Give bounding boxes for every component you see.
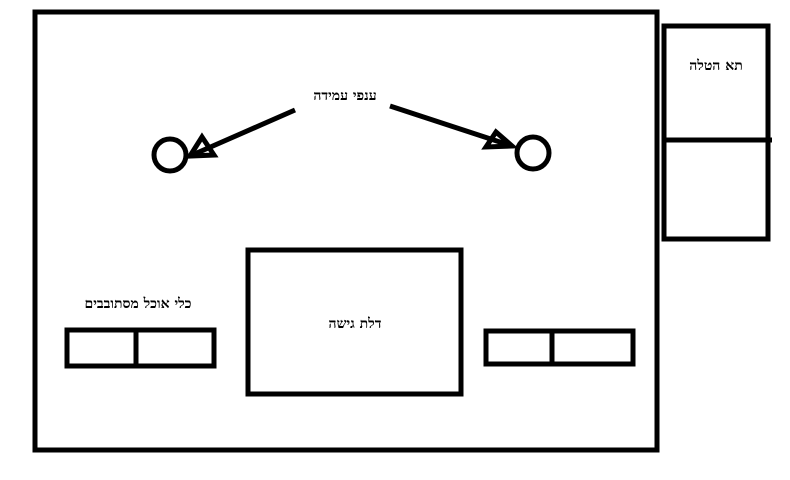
arrow-right-head (481, 128, 519, 150)
label-rotating-feeders: כלי אוכל מסתובבים (84, 296, 191, 312)
arrow-left (188, 107, 297, 159)
label-access-door: דלת גישה (329, 316, 382, 332)
arrow-left-head (185, 132, 219, 159)
feeder-right (483, 328, 636, 367)
label-nesting-box: תא הטלה (689, 58, 743, 74)
label-standing-branches: ענפי עמידה (313, 88, 376, 104)
perch-right (514, 134, 552, 172)
access-door (245, 247, 464, 397)
arrow-right (389, 103, 513, 149)
perch-left (151, 136, 189, 174)
cage-outline (32, 9, 660, 453)
nesting-box (661, 23, 771, 242)
feeder-left (64, 327, 217, 369)
